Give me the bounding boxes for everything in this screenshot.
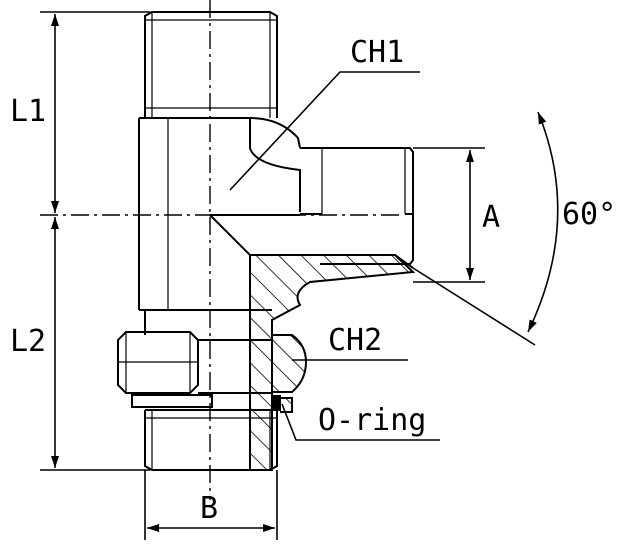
- side-thread: [300, 147, 414, 265]
- lock-nut: [117, 331, 272, 394]
- dimension-angle: [412, 111, 559, 346]
- label-l2: L2: [10, 324, 47, 359]
- label-ch1: CH1: [350, 35, 405, 70]
- leader-lines: [229, 71, 440, 441]
- dimension-a: [413, 147, 485, 283]
- center-lines: [40, 0, 400, 500]
- label-oring: O-ring: [318, 403, 427, 438]
- dimension-b: [144, 470, 278, 540]
- bottom-thread: [144, 409, 278, 471]
- label-angle: 60°: [562, 197, 617, 232]
- label-l1: L1: [10, 94, 47, 129]
- label-a: A: [482, 200, 501, 235]
- label-ch2: CH2: [328, 323, 383, 358]
- tee-body: [138, 117, 301, 311]
- nut-section: [271, 334, 308, 393]
- dimension-l1-l2: [40, 11, 150, 471]
- lower-body: [144, 310, 251, 335]
- top-thread: [144, 11, 278, 118]
- label-b: B: [200, 491, 219, 526]
